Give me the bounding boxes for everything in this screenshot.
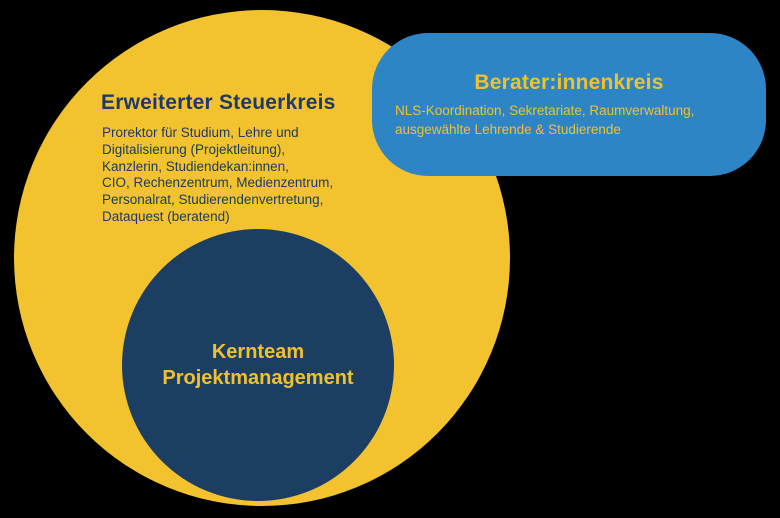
- extended-steering-members: Prorektor für Studium, Lehre und Digital…: [102, 125, 334, 224]
- advisory-members: NLS-Koordination, Sekretariate, Raumverw…: [395, 103, 695, 137]
- advisory-title: Berater:innenkreis: [474, 71, 664, 94]
- core-team-label: Kernteam Projektmanagement: [162, 341, 354, 389]
- extended-steering-title: Erweiterter Steuerkreis: [101, 91, 336, 114]
- advisory-pill: Berater:innenkreis NLS-Koordination, Sek…: [372, 33, 766, 176]
- core-team-circle: Kernteam Projektmanagement: [122, 229, 394, 501]
